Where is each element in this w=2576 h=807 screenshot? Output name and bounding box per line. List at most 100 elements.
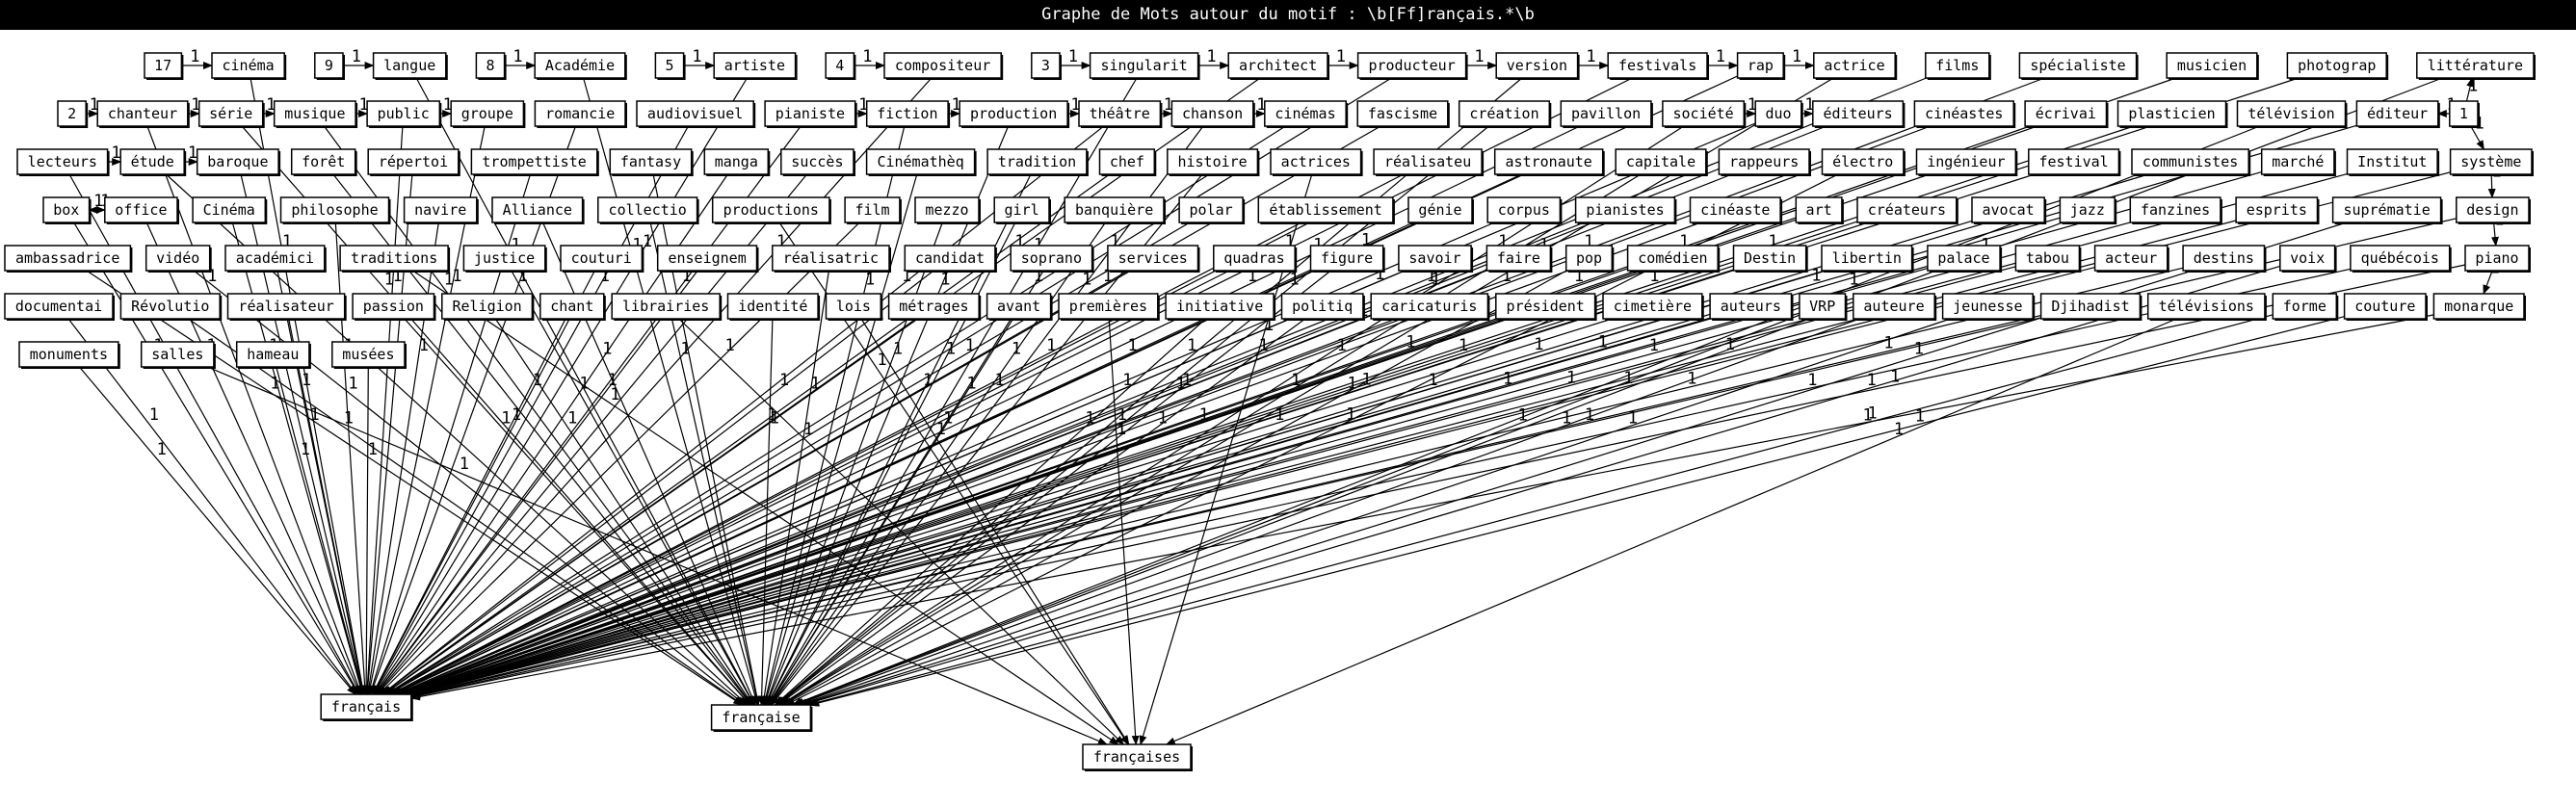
node-metrages[interactable]: métrages [887, 293, 982, 321]
node-createurs[interactable]: créateurs [1856, 196, 1958, 224]
node-avocat[interactable]: avocat [1971, 196, 2047, 224]
node-serie[interactable]: série [197, 100, 265, 128]
node-musique[interactable]: musique [273, 100, 358, 128]
node-pianiste[interactable]: pianiste [764, 100, 857, 128]
node-palace[interactable]: palace [1927, 245, 2003, 273]
node-piano[interactable]: piano [2464, 245, 2531, 273]
node-actrice[interactable]: actrice [1813, 52, 1898, 80]
node-televisions[interactable]: télévisions [2146, 293, 2267, 321]
node-television[interactable]: télévision [2236, 100, 2348, 128]
node-navire[interactable]: navire [403, 196, 479, 224]
node-forme[interactable]: forme [2272, 293, 2339, 321]
node-actrices[interactable]: actrices [1270, 148, 1363, 176]
node-ambassadrice[interactable]: ambassadrice [4, 245, 133, 273]
node-enseignem[interactable]: enseignem [656, 245, 759, 273]
node-mezzo[interactable]: mezzo [914, 196, 981, 224]
node-philosophe[interactable]: philosophe [279, 196, 391, 224]
node-photograp[interactable]: photograp [2286, 52, 2389, 80]
node-esprits[interactable]: esprits [2235, 196, 2320, 224]
node-destin[interactable]: Destin [1732, 245, 1808, 273]
node-academie[interactable]: Académie [534, 52, 627, 80]
node-specialiste[interactable]: spécialiste [2018, 52, 2139, 80]
node-trompettiste[interactable]: trompettiste [470, 148, 599, 176]
node-documentai[interactable]: documentai [4, 293, 115, 321]
node-realisatric[interactable]: réalisatric [772, 245, 891, 273]
node-duo[interactable]: duo [1754, 100, 1803, 128]
node-religion[interactable]: Religion [441, 293, 535, 321]
node-n8[interactable]: 8 [475, 52, 507, 80]
node-fiction[interactable]: fiction [865, 100, 951, 128]
node-etude[interactable]: étude [119, 148, 187, 176]
node-initiative[interactable]: initiative [1165, 293, 1276, 321]
node-editeur[interactable]: éditeur [2355, 100, 2440, 128]
node-acteur[interactable]: acteur [2093, 245, 2169, 273]
node-djihadist[interactable]: Djihadist [2039, 293, 2142, 321]
node-realisateur[interactable]: réalisateur [226, 293, 347, 321]
node-tradition[interactable]: tradition [986, 148, 1089, 176]
node-n17[interactable]: 17 [144, 52, 184, 80]
node-voix[interactable]: voix [2279, 245, 2337, 273]
node-corpus[interactable]: corpus [1486, 196, 1563, 224]
node-artiste[interactable]: artiste [713, 52, 798, 80]
node-cineastes[interactable]: cinéastes [1913, 100, 2016, 128]
node-systeme[interactable]: système [2449, 148, 2534, 176]
node-couture[interactable]: couture [2343, 293, 2428, 321]
node-banquiere[interactable]: banquière [1064, 196, 1166, 224]
node-passion[interactable]: passion [352, 293, 436, 321]
node-figure[interactable]: figure [1309, 245, 1385, 273]
node-compositeur[interactable]: compositeur [883, 52, 1004, 80]
node-monuments[interactable]: monuments [18, 341, 120, 369]
node-societe[interactable]: société [1662, 100, 1747, 128]
node-n1[interactable]: 1 [2449, 100, 2480, 128]
node-salles[interactable]: salles [140, 341, 216, 369]
node-ingenieur[interactable]: ingénieur [1915, 148, 2018, 176]
node-theatre[interactable]: théâtre [1078, 100, 1163, 128]
node-producteur[interactable]: producteur [1356, 52, 1468, 80]
node-hameau[interactable]: hameau [235, 341, 311, 369]
node-vrp[interactable]: VRP [1799, 293, 1848, 321]
node-capitale[interactable]: capitale [1615, 148, 1708, 176]
node-foret[interactable]: forêt [290, 148, 357, 176]
node-candidat[interactable]: candidat [904, 245, 997, 273]
node-n3[interactable]: 3 [1031, 52, 1062, 80]
node-manga[interactable]: manga [703, 148, 771, 176]
node-francais[interactable]: français [320, 693, 413, 721]
node-cinema2[interactable]: Cinéma [192, 196, 268, 224]
node-lecteurs[interactable]: lecteurs [16, 148, 110, 176]
node-etablissement[interactable]: établissement [1257, 196, 1395, 224]
node-film[interactable]: film [844, 196, 902, 224]
node-electro[interactable]: électro [1821, 148, 1906, 176]
node-suprematie[interactable]: suprématie [2331, 196, 2443, 224]
node-cinema[interactable]: cinéma [211, 52, 287, 80]
node-quadras[interactable]: quadras [1213, 245, 1298, 273]
node-academici[interactable]: académici [224, 245, 327, 273]
node-plasticien[interactable]: plasticien [2116, 100, 2228, 128]
node-auteurs[interactable]: auteurs [1709, 293, 1794, 321]
node-traditions[interactable]: traditions [339, 245, 451, 273]
node-alliance[interactable]: Alliance [491, 196, 585, 224]
node-auteure[interactable]: auteure [1853, 293, 1937, 321]
node-faire[interactable]: faire [1485, 245, 1553, 273]
node-destins[interactable]: destins [2182, 245, 2267, 273]
node-chanteur[interactable]: chanteur [96, 100, 190, 128]
node-chanson[interactable]: chanson [1170, 100, 1255, 128]
node-office[interactable]: office [104, 196, 179, 224]
node-creation[interactable]: création [1458, 100, 1552, 128]
node-cineaste[interactable]: cinéaste [1689, 196, 1783, 224]
node-fascisme[interactable]: fascisme [1356, 100, 1450, 128]
node-ecrivai[interactable]: écrivai [2024, 100, 2109, 128]
node-revolutio[interactable]: Révolutio [119, 293, 223, 321]
node-premieres[interactable]: premières [1058, 293, 1160, 321]
node-audiovisuel[interactable]: audiovisuel [636, 100, 756, 128]
node-musees[interactable]: musées [331, 341, 407, 369]
node-version[interactable]: version [1495, 52, 1580, 80]
node-groupe[interactable]: groupe [450, 100, 526, 128]
node-festivals[interactable]: festivals [1607, 52, 1709, 80]
node-pianistes[interactable]: pianistes [1574, 196, 1677, 224]
node-savoir[interactable]: savoir [1398, 245, 1474, 273]
node-jeunesse[interactable]: jeunesse [1941, 293, 2036, 321]
node-musicien[interactable]: musicien [2166, 52, 2259, 80]
node-identite[interactable]: identité [726, 293, 821, 321]
node-comedien[interactable]: comédien [1626, 245, 1721, 273]
node-francaises[interactable]: françaises [1082, 743, 1193, 771]
